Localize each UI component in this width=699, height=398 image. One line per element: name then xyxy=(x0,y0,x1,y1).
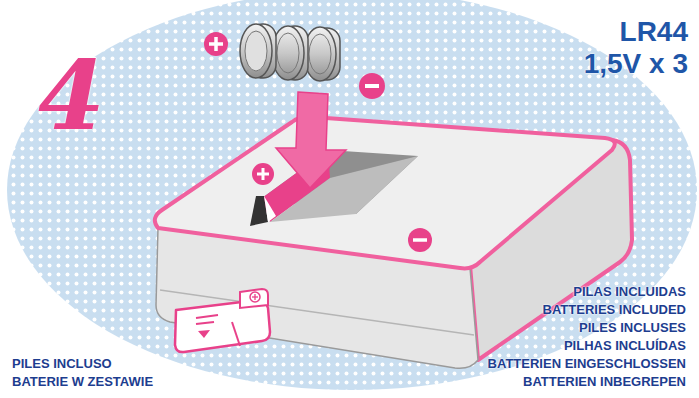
battery-voltage: 1,5V x 3 xyxy=(584,50,688,78)
language-note: PILES INCLUSES xyxy=(579,321,686,334)
language-note: PILES INCLUSO xyxy=(12,357,112,370)
insert-arrow xyxy=(276,92,346,188)
callout-number: 4 xyxy=(38,48,105,144)
plus-symbol xyxy=(252,163,274,185)
language-note: BATERIE W ZESTAWIE xyxy=(12,375,153,388)
plus-symbol xyxy=(204,32,228,56)
language-note: PILAS INCLUIDAS xyxy=(573,285,686,298)
background-ellipse xyxy=(7,0,697,390)
minus-symbol xyxy=(359,73,385,99)
language-note: BATTERIES INCLUDED xyxy=(543,303,686,316)
coin-cells xyxy=(240,24,340,81)
language-note: BATTERIEN EINGESCHLOSSEN xyxy=(488,357,686,370)
device-box xyxy=(155,117,632,368)
language-note: BATTERIEN INBEGREPEN xyxy=(523,375,686,388)
minus-symbol xyxy=(408,228,432,252)
language-note: PILHAS INCLUÍDAS xyxy=(564,339,686,352)
battery-type: LR44 xyxy=(620,18,688,46)
